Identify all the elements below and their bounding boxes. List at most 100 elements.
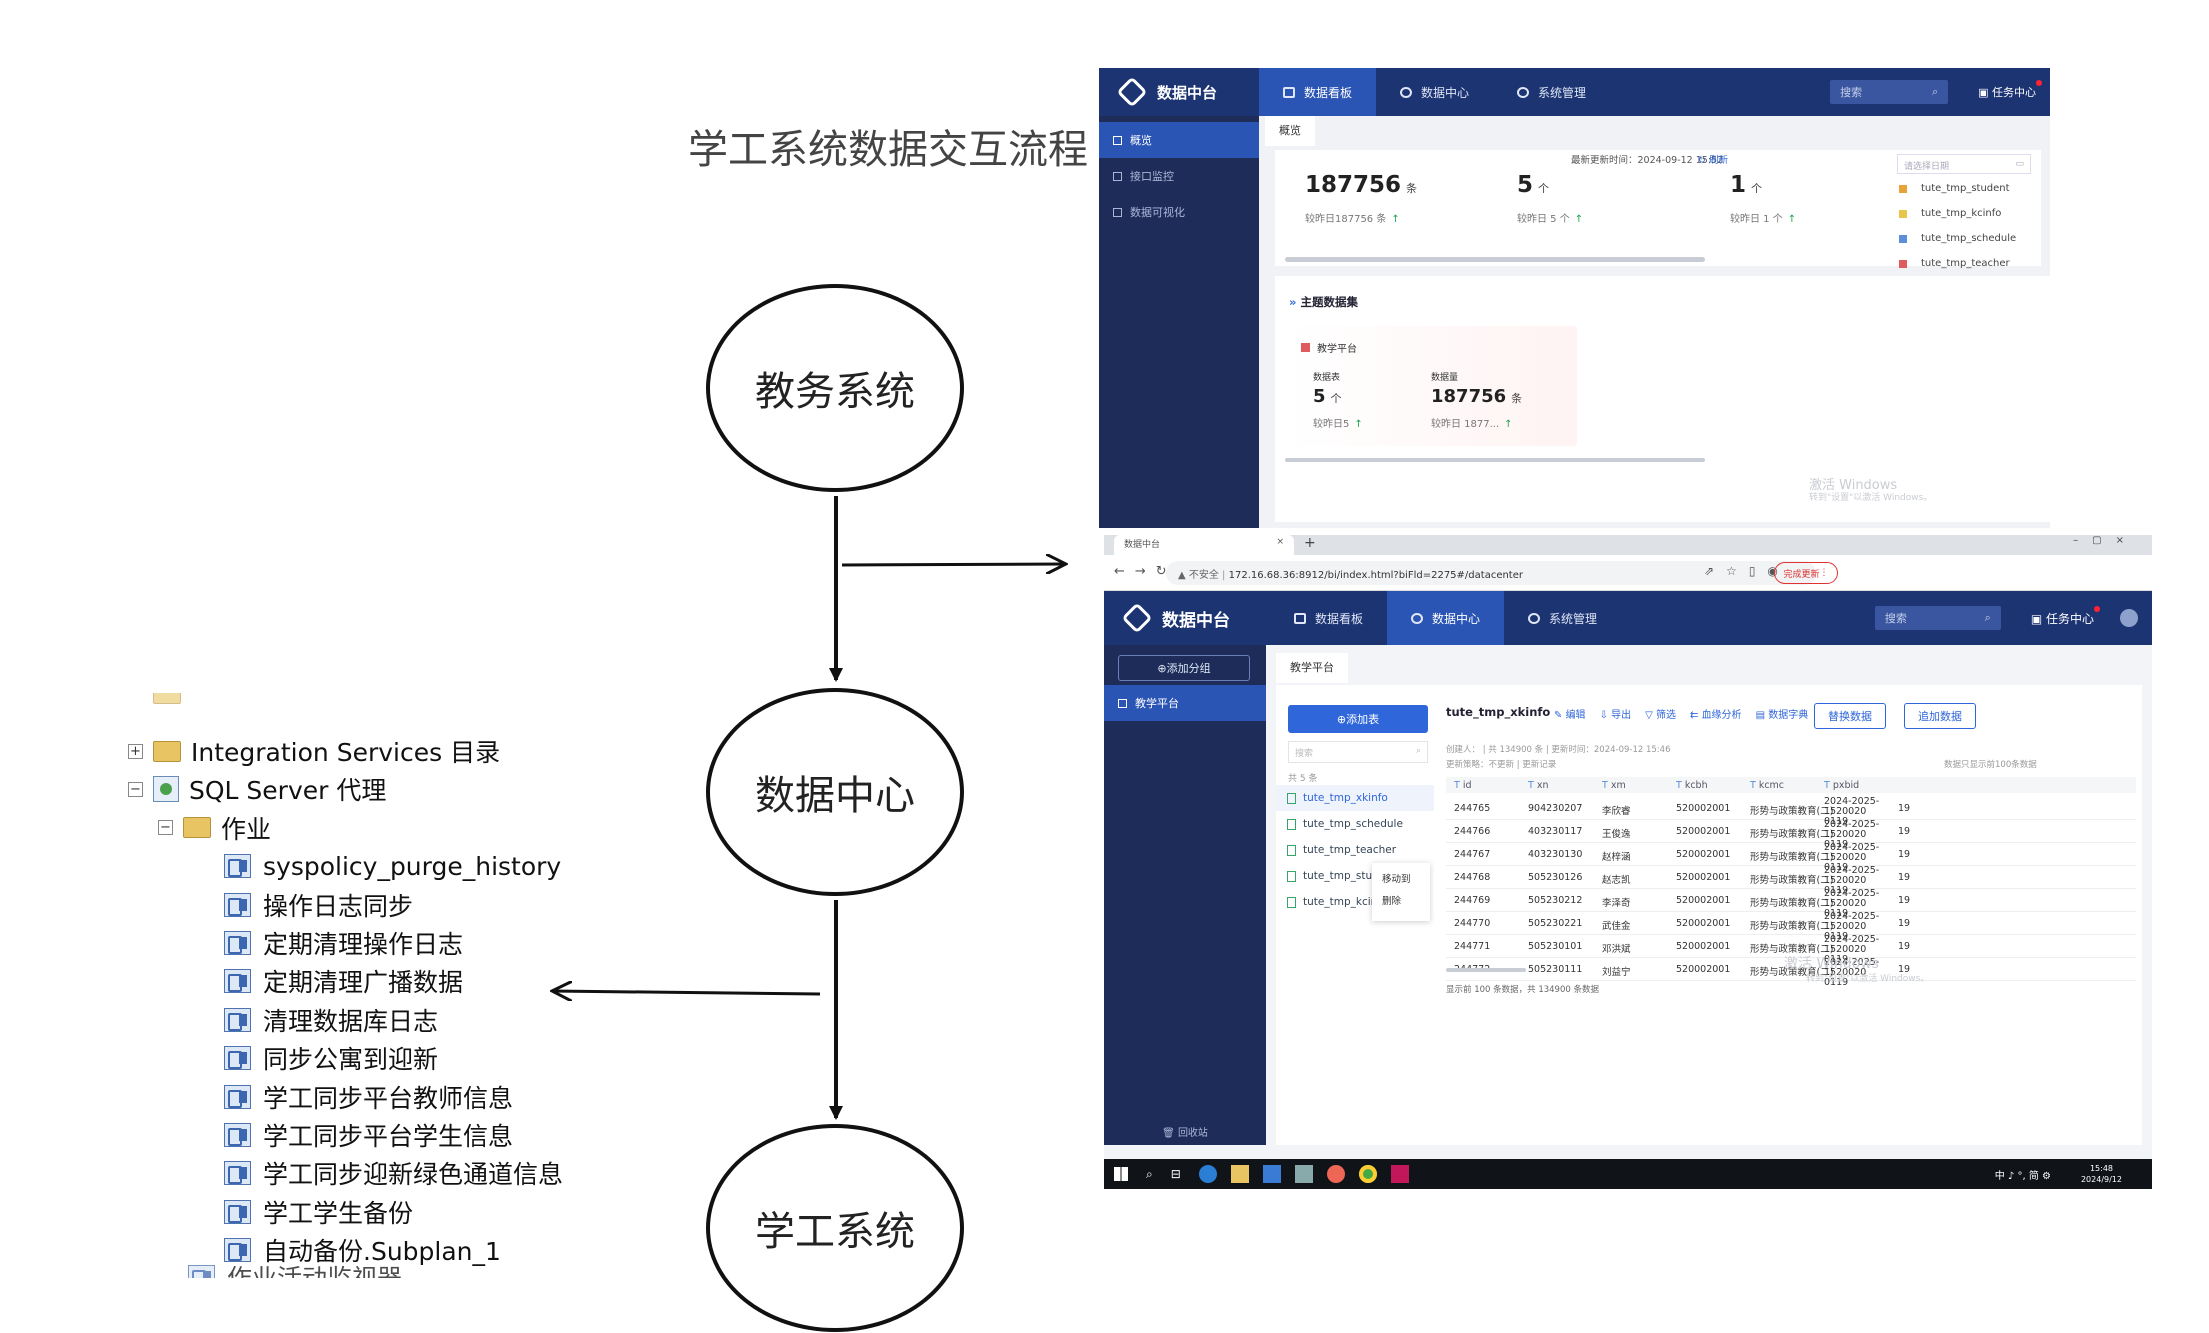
sidebar-item-teaching[interactable]: 教学平台: [1104, 685, 1266, 721]
avatar[interactable]: [2120, 609, 2138, 627]
tab-teaching[interactable]: 教学平台: [1276, 653, 1348, 683]
tree-row-cut-bottom: 作业活动监视器: [188, 1259, 402, 1278]
tree-row[interactable]: 定期清理广播数据: [224, 963, 463, 999]
tab-overview[interactable]: 概览: [1265, 116, 1315, 146]
explorer-icon[interactable]: [1230, 1165, 1249, 1183]
column-header[interactable]: T xn: [1528, 780, 1549, 791]
column-header[interactable]: T kcmc: [1750, 780, 1785, 791]
tree-row[interactable]: 同步公寓到迎新: [224, 1040, 438, 1076]
taskbar-search-icon[interactable]: ⌕⊟: [1146, 1166, 1199, 1181]
table-cell: 王俊逸: [1602, 829, 1631, 840]
tree-row[interactable]: 自动备份.Subplan_1: [224, 1232, 501, 1268]
table-cell: 邓洪斌: [1602, 944, 1631, 955]
horizontal-scrollbar[interactable]: [1285, 257, 1705, 262]
task-center-button[interactable]: ▣ 任务中心: [1978, 80, 2042, 100]
task-center-button-2[interactable]: ▣ 任务中心: [2031, 605, 2100, 627]
column-header[interactable]: T kcbh: [1676, 780, 1708, 791]
add-group-button[interactable]: ⊕ 添加分组: [1118, 655, 1250, 681]
tree-row[interactable]: 操作日志同步: [224, 887, 413, 923]
nav-tab-dashboard-2[interactable]: 数据看板: [1270, 591, 1387, 645]
table-cell: 520002001: [1676, 826, 1731, 837]
column-header[interactable]: T id: [1454, 780, 1472, 791]
nav-tab-datacenter[interactable]: 数据中心: [1376, 68, 1493, 116]
app-icon-2[interactable]: [1294, 1165, 1313, 1183]
expander-icon[interactable]: −: [158, 820, 173, 836]
browser-tab[interactable]: 数据中台 ×: [1114, 535, 1294, 555]
chrome-icon[interactable]: [1358, 1165, 1377, 1183]
table-list-item[interactable]: tute_tmp_kcinfo: [1276, 889, 1387, 915]
horizontal-scrollbar-2[interactable]: [1285, 458, 1705, 462]
expander-icon[interactable]: −: [128, 781, 143, 797]
window-controls[interactable]: –▢×: [2073, 535, 2138, 546]
tree-row[interactable]: 学工学生备份: [224, 1194, 413, 1230]
tree-row[interactable]: 学工同步迎新绿色通道信息: [224, 1155, 563, 1191]
nav-tab-dashboard[interactable]: 数据看板: [1259, 68, 1377, 116]
system-tray[interactable]: 中 ♪ °, 简 ⚙: [1994, 1170, 2051, 1182]
tree-row[interactable]: 学工同步平台教师信息: [224, 1079, 513, 1115]
app-icon-3[interactable]: [1326, 1165, 1345, 1183]
sidebar-item-api-monitor[interactable]: 接口监控: [1099, 158, 1259, 194]
column-header[interactable]: T xm: [1602, 780, 1626, 791]
table-action[interactable]: ⇩ 导出: [1599, 710, 1632, 721]
browser-actions-icon[interactable]: ⇗☆▯◉: [1704, 564, 1790, 578]
tab-close-icon[interactable]: ×: [1276, 537, 1284, 547]
table-list-item[interactable]: tute_tmp_studer: [1276, 863, 1390, 889]
append-data-button[interactable]: 追加数据: [1904, 703, 1976, 729]
table-action[interactable]: ▤ 数据字典: [1755, 710, 1809, 721]
update-button[interactable]: 完成更新 ⋮: [1774, 562, 1838, 584]
search-input[interactable]: 搜索⌕: [1830, 80, 1949, 104]
nav-tab-datacenter-2[interactable]: 数据中心: [1387, 591, 1505, 645]
table-strategy: 更新策略：不更新 | 更新记录: [1446, 760, 1557, 770]
table-cell: 李泽奇: [1602, 898, 1631, 909]
edge-icon[interactable]: [1198, 1165, 1217, 1183]
tree-row[interactable]: −SQL Server 代理: [128, 771, 386, 807]
table-action[interactable]: ⇇ 血缘分析: [1690, 710, 1742, 721]
sidebar-item-overview[interactable]: 概览: [1099, 122, 1259, 158]
expander-icon[interactable]: +: [128, 743, 143, 759]
menu-item-move[interactable]: 移动到: [1382, 874, 1411, 885]
tree-row[interactable]: 定期清理操作日志: [224, 925, 463, 961]
table-cell: 形势与政策教育(二): [1750, 921, 1834, 932]
table-scrollbar[interactable]: [1446, 968, 1526, 972]
app-icon-4[interactable]: [1390, 1165, 1409, 1183]
monitor-icon: [1294, 612, 1306, 624]
table-action[interactable]: ▽ 筛选: [1645, 710, 1676, 721]
job-icon: [224, 1123, 251, 1147]
table-list-item[interactable]: tute_tmp_teacher: [1276, 837, 1396, 863]
table-cell: 形势与政策教育(二): [1750, 898, 1834, 909]
task-icon: ▣: [1978, 86, 1992, 99]
new-tab-icon[interactable]: +: [1304, 535, 1316, 551]
tree-row[interactable]: syspolicy_purge_history: [224, 848, 561, 884]
url-field[interactable]: ▲ 不安全 | 172.16.68.36:8912/bi/index.html?…: [1166, 561, 1816, 585]
refresh-link[interactable]: ↻ 刷新: [1698, 155, 1728, 166]
menu-item-delete[interactable]: 删除: [1382, 896, 1402, 907]
recycle-bin[interactable]: 🗑 回收站: [1162, 1128, 1208, 1139]
table-list-item[interactable]: tute_tmp_schedule: [1276, 811, 1403, 837]
table-list-item[interactable]: tute_tmp_xkinfo: [1276, 785, 1436, 811]
nav-buttons-icon[interactable]: ←→↻: [1114, 564, 1177, 579]
tree-row[interactable]: 清理数据库日志: [224, 1002, 438, 1038]
column-header[interactable]: T pxbid: [1824, 780, 1860, 791]
table-cell: 505230221: [1528, 918, 1583, 929]
nav-tab-settings[interactable]: 系统管理: [1493, 68, 1610, 116]
date-picker[interactable]: 请选择日期▭: [1897, 154, 2031, 174]
sidebar: 概览 接口监控 数据可视化: [1099, 116, 1259, 528]
tree-row[interactable]: −作业: [158, 810, 271, 846]
app-icon-1[interactable]: [1262, 1165, 1281, 1183]
tree-row[interactable]: +Integration Services 目录: [128, 733, 500, 769]
tree-row-label: 定期清理广播数据: [263, 968, 464, 998]
search-input-2[interactable]: 搜索⌕: [1874, 606, 2001, 630]
add-table-button[interactable]: ⊕ 添加表: [1288, 705, 1428, 733]
tree-row[interactable]: 学工同步平台学生信息: [224, 1117, 513, 1153]
sidebar-item-visualization[interactable]: 数据可视化: [1099, 194, 1259, 230]
card-col-volume: 数据量: [1431, 373, 1459, 383]
table-action[interactable]: ✎ 编辑: [1554, 710, 1586, 721]
table-search-input[interactable]: 搜索⌕: [1288, 741, 1428, 763]
windows-start-icon[interactable]: [1114, 1167, 1128, 1181]
table-meta: 创建人： | 共 134900 条 | 更新时间：2024-09-12 15:4…: [1446, 745, 1671, 755]
nav-tab-settings-2[interactable]: 系统管理: [1504, 591, 1621, 645]
replace-data-button[interactable]: 替换数据: [1814, 703, 1886, 729]
